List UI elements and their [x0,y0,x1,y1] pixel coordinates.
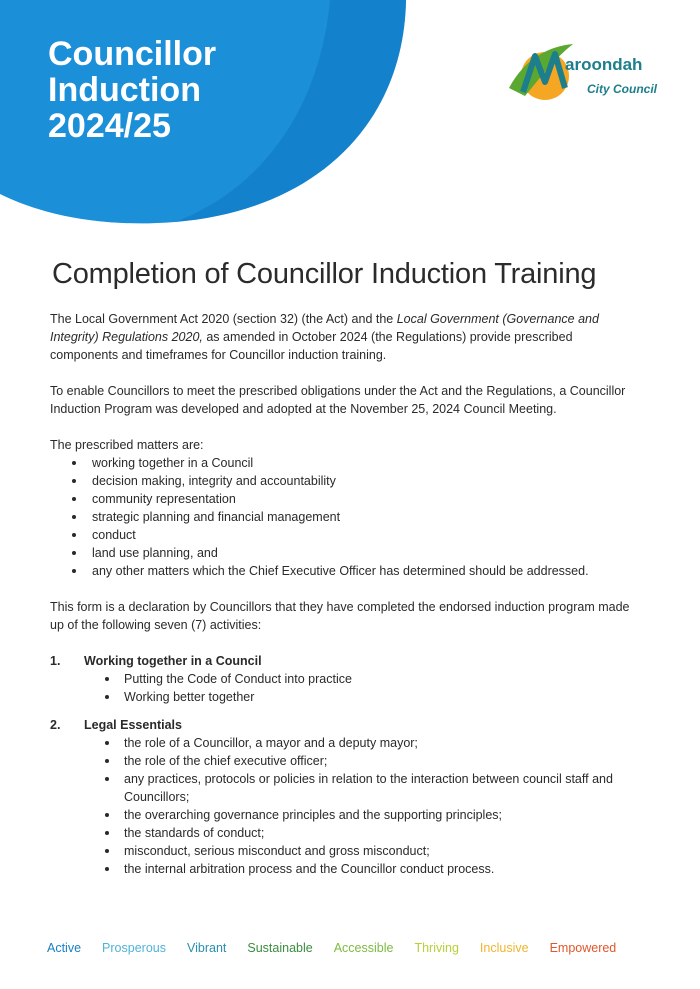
section-2: 2. Legal Essentials the role of a Counci… [50,716,630,878]
intro-paragraph-1: The Local Government Act 2020 (section 3… [50,312,599,362]
list-item: misconduct, serious misconduct and gross… [105,842,630,860]
section-heading: 1. Working together in a Council [50,654,262,668]
section-1-list: Putting the Code of Conduct into practic… [50,670,630,706]
list-item: any other matters which the Chief Execut… [72,562,630,580]
footer-value-thriving: Thriving [414,941,459,955]
section-1: 1. Working together in a Council Putting… [50,652,630,706]
list-item: strategic planning and financial managem… [72,508,630,526]
prescribed-heading: The prescribed matters are: [50,438,204,452]
footer-values: Active Prosperous Vibrant Sustainable Ac… [47,941,637,955]
footer-value-accessible: Accessible [333,941,394,955]
footer-value-vibrant: Vibrant [186,941,227,955]
list-item: the role of a Councillor, a mayor and a … [105,734,630,752]
blue-curve-shape [0,0,406,224]
list-item: conduct [72,526,630,544]
footer-value-active: Active [47,941,82,955]
section-2-list: the role of a Councillor, a mayor and a … [50,734,630,878]
footer-value-inclusive: Inclusive [479,941,529,955]
intro-paragraph-2: To enable Councillors to meet the prescr… [50,384,626,416]
declaration-paragraph: This form is a declaration by Councillor… [50,600,630,632]
list-item: community representation [72,490,630,508]
list-item: working together in a Council [72,454,630,472]
list-item: the role of the chief executive officer; [105,752,630,770]
section-heading: 2. Legal Essentials [50,718,182,732]
list-item: the internal arbitration process and the… [105,860,630,878]
list-item: the overarching governance principles an… [105,806,630,824]
list-item: the standards of conduct; [105,824,630,842]
logo-emblem-icon [509,44,573,100]
list-item: land use planning, and [72,544,630,562]
list-item: Working better together [105,688,630,706]
footer-value-sustainable: Sustainable [247,941,313,955]
banner-title-line-2: Induction [48,71,201,109]
footer-value-empowered: Empowered [549,941,617,955]
list-item: Putting the Code of Conduct into practic… [105,670,630,688]
page-title: Completion of Councillor Induction Train… [52,258,597,290]
document-body: The Local Government Act 2020 (section 3… [50,310,630,888]
list-item: decision making, integrity and accountab… [72,472,630,490]
banner-title: Councillor Induction 2024/25 [48,36,216,144]
footer-value-prosperous: Prosperous [102,941,166,955]
list-item: any practices, protocols or policies in … [105,770,630,806]
prescribed-list: working together in a Council decision m… [50,454,630,580]
header-banner: Councillor Induction 2024/25 [0,0,420,235]
banner-title-line-1: Councillor [48,35,217,73]
logo-subtitle: City Council [587,82,658,96]
logo-wordmark: aroondah [565,55,643,74]
maroondah-logo: aroondah City Council [505,38,658,108]
banner-title-line-3: 2024/25 [48,107,171,145]
